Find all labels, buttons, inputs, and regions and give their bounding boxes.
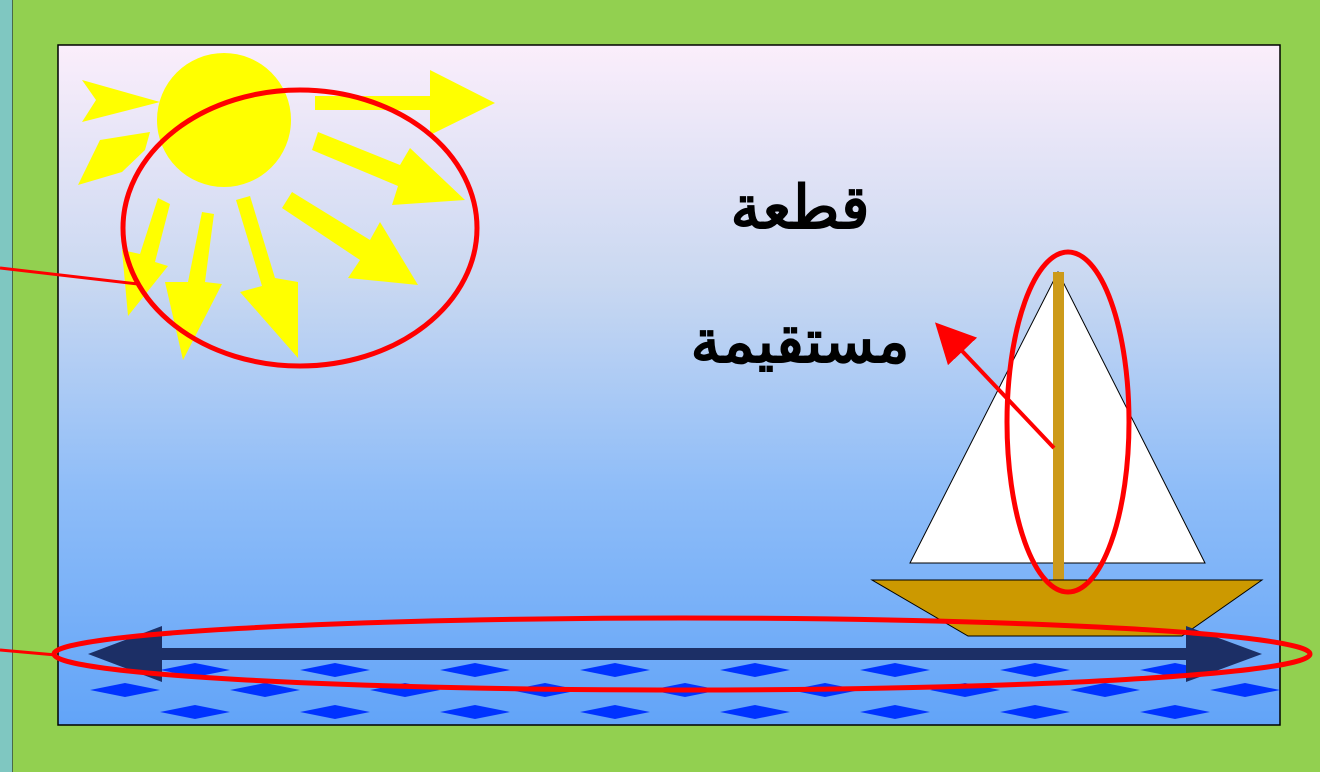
label-line-2: مستقيمة [690,307,909,377]
label-line-1: قطعة [730,173,869,243]
sun-icon [157,53,291,187]
ray-pointer-line [0,650,56,655]
mast-icon [1053,272,1064,582]
